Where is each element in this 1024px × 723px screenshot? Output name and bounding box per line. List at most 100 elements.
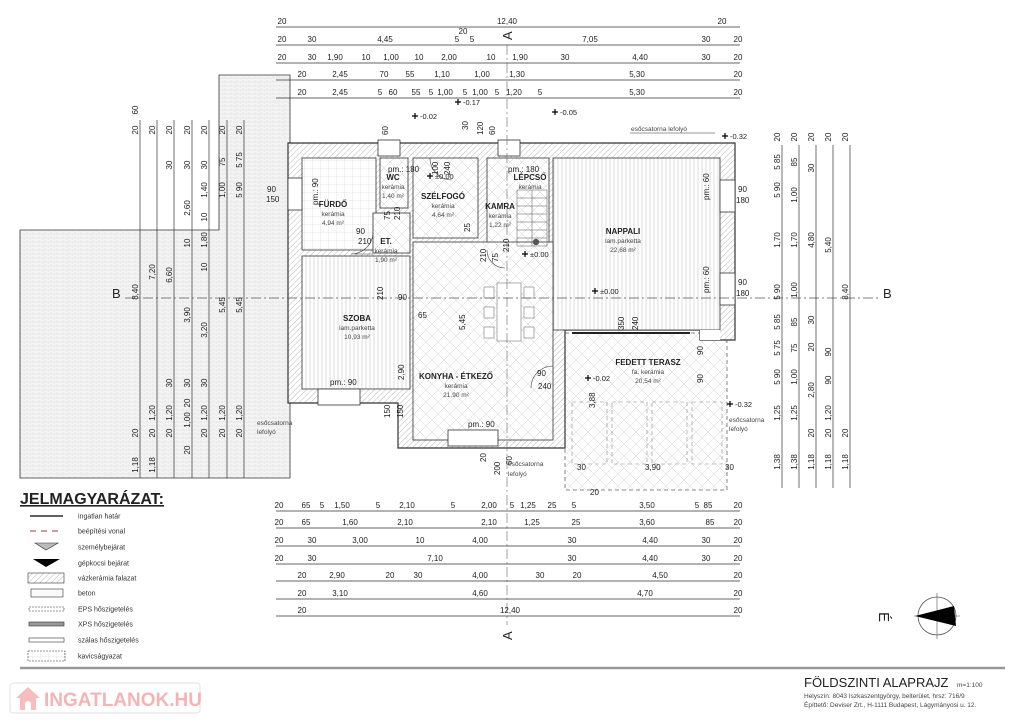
level-marker-icon bbox=[455, 99, 461, 105]
dimension-value: 20 bbox=[807, 428, 816, 437]
dimension-value: 20 bbox=[807, 132, 816, 141]
dimension-value: 75 bbox=[218, 157, 227, 166]
dimension-value: 1,20 bbox=[218, 405, 227, 421]
level-value: ±0.00 bbox=[600, 287, 619, 296]
dimension-value: 5 bbox=[451, 501, 456, 510]
dimension-value: 10 bbox=[200, 212, 209, 221]
location-text: Helyszín: 8043 Iszkaszentgyörgy, belterü… bbox=[804, 693, 965, 700]
dimension-value: 20 bbox=[734, 606, 743, 615]
dimension-value: 12,40 bbox=[500, 606, 521, 615]
north-label: É bbox=[875, 612, 892, 622]
opening-dimension: 240 bbox=[443, 161, 452, 175]
legend-label: XPS hőszigetelés bbox=[78, 622, 133, 629]
dimension-value: 1,18 bbox=[841, 454, 850, 470]
dimension-value: 90 bbox=[824, 375, 833, 384]
drawing-title: FÖLDSZINTI ALAPRAJZ bbox=[804, 675, 949, 690]
dimension-value: 3,00 bbox=[352, 536, 368, 545]
downpipe-label: lefolyó bbox=[257, 429, 276, 436]
dimension-value: 1,25 bbox=[790, 405, 799, 421]
dimension-value: 20 bbox=[734, 554, 743, 563]
dimension-value: 1,25 bbox=[520, 501, 536, 510]
dimension-value: 30 bbox=[807, 163, 816, 172]
dimension-value: 4,40 bbox=[642, 536, 658, 545]
room-konyha bbox=[412, 241, 554, 441]
opening-dimension: 200 bbox=[493, 461, 502, 475]
dimension-value: 1,00 bbox=[474, 70, 490, 79]
dimension-value: 1,25 bbox=[773, 405, 782, 421]
section-b-right: B bbox=[883, 286, 892, 301]
dimension-value: 5 bbox=[378, 88, 383, 97]
room-floor: lam.parketta bbox=[605, 238, 641, 245]
opening-dimension: 30 bbox=[461, 121, 470, 130]
dimension-value: 30 bbox=[702, 53, 711, 62]
opening-dimension: 90 bbox=[738, 185, 747, 194]
section-a-top: A bbox=[500, 31, 515, 40]
dimension-value: 20 bbox=[734, 70, 743, 79]
legend-symbol bbox=[33, 542, 60, 551]
opening-dimension: 90 bbox=[356, 227, 365, 236]
dimension-value: 10 bbox=[487, 53, 496, 62]
room-furdo bbox=[301, 157, 377, 251]
dimension-value: 20 bbox=[298, 589, 307, 598]
opening-dimension: pm.: 180 bbox=[388, 165, 420, 174]
room-area: 20,54 m² bbox=[635, 378, 661, 385]
dimension-value: 1,90 bbox=[512, 53, 528, 62]
opening-dimension: 210 bbox=[479, 248, 488, 262]
dimension-value: 20 bbox=[734, 536, 743, 545]
legend-title: JELMAGYARÁZAT: bbox=[20, 489, 164, 508]
dimension-value: 20 bbox=[790, 132, 799, 141]
opening-dimension: pm.: 90 bbox=[468, 420, 495, 429]
dimension-value: 2,45 bbox=[332, 70, 348, 79]
level-marker-icon bbox=[722, 133, 728, 139]
dimension-value: 4,50 bbox=[652, 571, 668, 580]
room-area: 22,68 m² bbox=[610, 247, 636, 254]
dimension-value: 30 bbox=[308, 53, 317, 62]
opening-dimension: 150 bbox=[266, 195, 280, 204]
level-marker-icon bbox=[592, 288, 598, 294]
dimension-value: 30 bbox=[568, 536, 577, 545]
dimension-value: 20 bbox=[218, 125, 227, 134]
dimension-value: 5 85 bbox=[773, 314, 782, 330]
watermark-logo: INGATLANOK.HU bbox=[9, 682, 202, 714]
dimension-value: 5 bbox=[463, 88, 468, 97]
legend-symbol bbox=[28, 606, 65, 612]
opening-dimension: 90 bbox=[738, 278, 747, 287]
dimension-value: 20 bbox=[841, 132, 850, 141]
dimension-value: 20 bbox=[275, 554, 284, 563]
dimension-value: 20 bbox=[734, 88, 743, 97]
dimension-value: 20 bbox=[807, 342, 816, 351]
dimension-value: 85 bbox=[790, 157, 799, 166]
room-name: FÜRDŐ bbox=[319, 200, 347, 209]
room-floor: kerámia bbox=[321, 211, 345, 218]
room-nappali bbox=[552, 157, 721, 331]
dimension-value: 25 bbox=[572, 518, 581, 527]
opening-dimension: 210 bbox=[393, 206, 402, 220]
room-name: LÉPCSŐ bbox=[514, 173, 547, 182]
opening-dimension: 30 bbox=[577, 463, 586, 472]
north-arrow-icon bbox=[914, 593, 960, 639]
level-marker-icon bbox=[727, 401, 733, 407]
dimension-value: 1,10 bbox=[434, 70, 450, 79]
dimension-value: 20 bbox=[773, 132, 782, 141]
dimension-value: 20 bbox=[734, 589, 743, 598]
opening-dimension: pm.: 90 bbox=[330, 378, 357, 387]
dimension-value: 4,40 bbox=[632, 53, 648, 62]
dimension-value: 30 bbox=[200, 378, 209, 387]
dimension-value: 1,18 bbox=[824, 454, 833, 470]
dimension-value: 20 bbox=[298, 571, 307, 580]
dimension-value: 5 bbox=[495, 88, 500, 97]
room-szoba bbox=[301, 255, 411, 390]
opening-dimension: 60 bbox=[488, 126, 497, 135]
opening-dimension: 60 bbox=[381, 126, 390, 135]
room-area: 1,40 m² bbox=[382, 193, 405, 200]
dimension-value: 20 bbox=[573, 571, 582, 580]
dimension-value: 7,05 bbox=[582, 35, 598, 44]
dimension-value: 20 bbox=[278, 17, 287, 26]
windows bbox=[287, 139, 736, 447]
room-lepcso-kamra bbox=[486, 157, 550, 247]
dimension-value: 30 bbox=[702, 554, 711, 563]
dimension-value: 25 bbox=[548, 501, 557, 510]
dimension-value: 2,10 bbox=[399, 501, 415, 510]
legend-label: ingatlan határ bbox=[78, 514, 121, 521]
